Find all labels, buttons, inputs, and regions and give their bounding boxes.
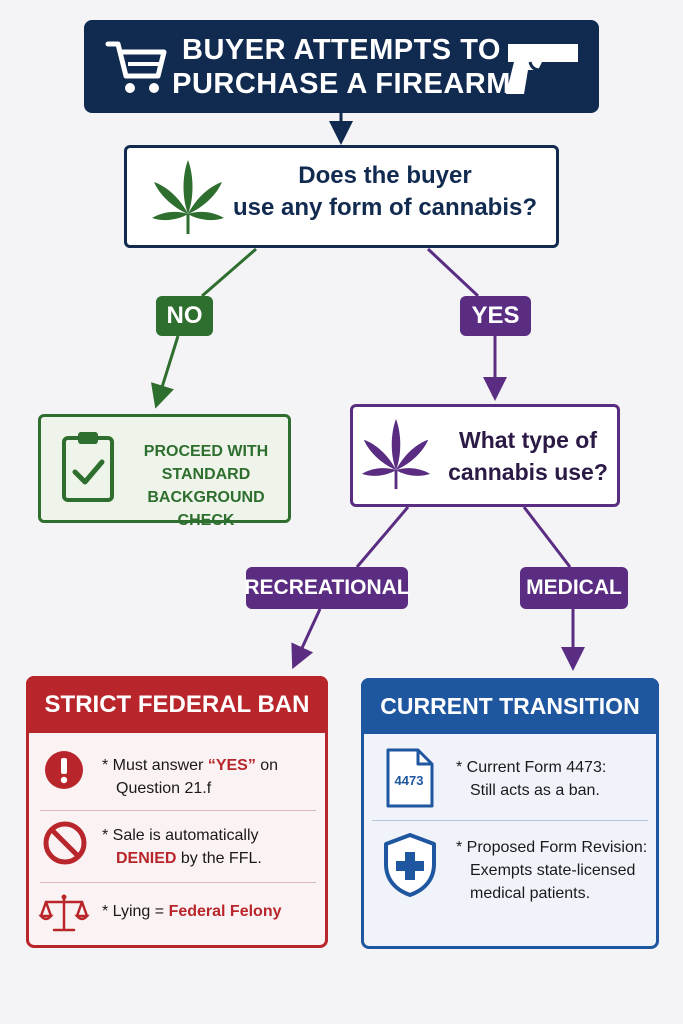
ban-item-2-highlight: DENIED xyxy=(116,850,177,867)
ban-item-2: * Sale is automatically DENIED by the FF… xyxy=(102,824,322,870)
connector-q1-no xyxy=(201,247,257,298)
question1-box xyxy=(124,145,559,248)
connector-rec-ban xyxy=(291,608,322,670)
connector-q2-med xyxy=(522,506,572,568)
handgun-icon xyxy=(506,44,578,94)
transition-item-1: * Current Form 4473: Still acts as a ban… xyxy=(456,756,656,802)
transition-divider xyxy=(372,820,648,821)
transition-item-2-line2: Exempts state-licensed xyxy=(470,862,636,879)
proceed-line3: BACKGROUND CHECK xyxy=(147,489,265,529)
form-icon-label: 4473 xyxy=(395,773,424,788)
ban-item-2-line1: * Sale is automatically xyxy=(102,827,259,844)
transition-item-1-line1: * Current Form 4473: xyxy=(456,759,607,776)
connector-q2-rec xyxy=(355,506,410,568)
transition-item-1-line2: Still acts as a ban. xyxy=(470,782,600,799)
clipboard-check-icon xyxy=(62,432,114,502)
question1-line1: Does the buyer xyxy=(298,162,472,189)
ban-header xyxy=(26,676,328,733)
medical-branch-label: MEDICAL xyxy=(520,567,628,609)
transition-item-2-line3: medical patients. xyxy=(470,885,591,902)
question1-text: Does the buyer use any form of cannabis? xyxy=(220,160,550,224)
yes-branch-label: YES xyxy=(460,296,531,336)
ban-item-2-post: by the FFL. xyxy=(176,850,262,867)
ban-divider-1 xyxy=(40,810,316,811)
shopping-cart-icon xyxy=(105,41,167,93)
prohibited-icon xyxy=(43,821,87,865)
start-title-line1: BUYER ATTEMPTS TO xyxy=(182,33,501,66)
ban-title: STRICT FEDERAL BAN xyxy=(44,690,310,718)
transition-item-2: * Proposed Form Revision: Exempts state-… xyxy=(456,836,656,905)
question2-line2: cannabis use? xyxy=(448,459,608,485)
proceed-line1: PROCEED WITH xyxy=(143,443,269,460)
proceed-line2: STANDARD xyxy=(161,466,251,483)
connector-q1-yes xyxy=(426,247,480,298)
ban-item-1-pre: * Must answer xyxy=(102,757,208,774)
ban-item-1: * Must answer “YES” on Question 21.f xyxy=(102,754,322,800)
ban-item-1-highlight: “YES” xyxy=(207,757,256,774)
ban-item-1-post: on xyxy=(255,757,279,774)
question1-line2: use any form of cannabis? xyxy=(232,194,538,221)
proceed-text: PROCEED WITH STANDARD BACKGROUND CHECK xyxy=(126,440,286,532)
cannabis-leaf-icon xyxy=(361,418,431,490)
medical-shield-icon xyxy=(384,833,436,897)
ban-item-3-pre: * Lying = xyxy=(102,903,169,920)
start-title-line2: PURCHASE A FIREARM xyxy=(172,67,511,100)
transition-title: CURRENT TRANSITION xyxy=(380,692,640,719)
no-branch-label: NO xyxy=(156,296,213,336)
ban-item-3: * Lying = Federal Felony xyxy=(102,900,322,923)
connector-no-proceed xyxy=(151,335,180,409)
ban-item-1-line2: Question 21.f xyxy=(116,780,212,797)
recreational-branch-label: RECREATIONAL xyxy=(244,567,410,609)
ban-divider-2 xyxy=(40,882,316,883)
start-title: BUYER ATTEMPTS TO PURCHASE A FIREARM xyxy=(84,20,599,113)
cannabis-leaf-icon xyxy=(152,160,224,234)
form-document-icon: 4473 xyxy=(386,748,434,808)
transition-header xyxy=(361,678,659,734)
exclamation-icon xyxy=(45,751,83,789)
transition-item-2-line1: * Proposed Form Revision: xyxy=(456,839,648,856)
ban-item-3-highlight: Federal Felony xyxy=(168,903,282,920)
question2-line1: What type of xyxy=(459,427,597,453)
question2-text: What type of cannabis use? xyxy=(438,424,618,488)
scales-of-justice-icon xyxy=(38,894,90,932)
